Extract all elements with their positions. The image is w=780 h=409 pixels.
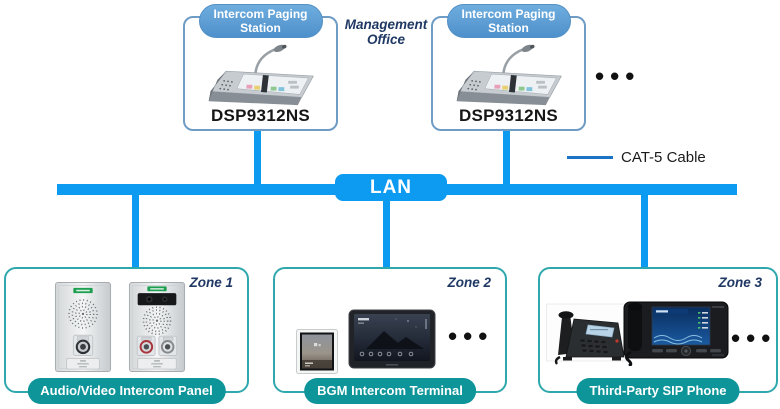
model-label-2: DSP9312NS xyxy=(458,106,559,125)
zone2-label: BGM Intercom Terminal xyxy=(304,378,476,404)
connector-lan-zone1 xyxy=(132,195,139,268)
zone1-box: Zone 1 xyxy=(4,267,249,404)
more-devices-ellipsis: ••• xyxy=(731,323,777,353)
paging-station-box-1: Intercom Paging Station DSP9312NS xyxy=(183,4,338,131)
lan-label: LAN xyxy=(335,174,447,201)
connector-lan-zone2 xyxy=(383,199,390,268)
wall-control-panel-image xyxy=(296,329,338,374)
zone2-box: Zone 2 xyxy=(273,267,507,404)
management-office-label: Management Office xyxy=(344,17,428,47)
connector-lan-zone3 xyxy=(641,195,648,268)
sip-phone-small-image xyxy=(546,303,628,365)
paging-station-image xyxy=(456,44,562,106)
connector-station1-lan xyxy=(254,127,261,185)
paging-station-box-2: Intercom Paging Station DSP9312NS xyxy=(431,4,586,131)
cat5-legend-line xyxy=(567,156,613,159)
zone3-box: Zone 3 xyxy=(538,267,778,404)
paging-station-image xyxy=(208,44,314,106)
intercom-tablet-image xyxy=(348,309,436,369)
more-devices-ellipsis: ••• xyxy=(448,321,494,351)
sip-phone-large-image xyxy=(623,301,729,366)
zone3-label: Third-Party SIP Phone xyxy=(576,378,740,404)
zone2-name: Zone 2 xyxy=(447,275,491,290)
cat5-legend-label: CAT-5 Cable xyxy=(621,149,706,166)
zone1-name: Zone 1 xyxy=(189,275,233,290)
video-intercom-panel-image xyxy=(128,282,186,372)
paging-station-tag-1: Intercom Paging Station xyxy=(198,4,323,38)
zone1-label: Audio/Video Intercom Panel xyxy=(27,378,226,404)
more-stations-ellipsis: ••• xyxy=(595,61,641,91)
connector-station2-lan xyxy=(503,127,510,185)
zone3-name: Zone 3 xyxy=(718,275,762,290)
audio-intercom-panel-image xyxy=(54,282,112,372)
paging-station-tag-2: Intercom Paging Station xyxy=(446,4,571,38)
model-label-1: DSP9312NS xyxy=(210,106,311,125)
